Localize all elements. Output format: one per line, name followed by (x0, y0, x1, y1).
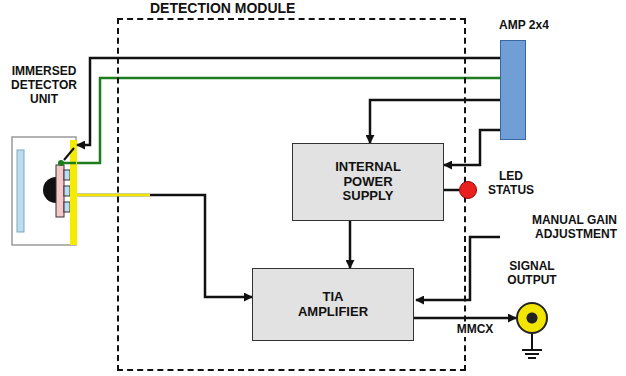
part-name: LED STATUS (482, 170, 540, 198)
part-name: AMP 2x4 (499, 19, 549, 33)
detector-illustration (12, 137, 77, 245)
ground-symbol (522, 334, 542, 358)
amplifier-box: TIA AMPLIFIER (252, 268, 414, 341)
wire-connector (349, 221, 352, 268)
part-name: SIGNAL OUTPUT (491, 260, 573, 288)
status-led: LED STATUS (459, 181, 477, 199)
box-label: TIA AMPLIFIER (292, 290, 374, 320)
signal-wire-stub (77, 194, 150, 197)
detector-unit: IMMERSED DETECTOR UNIT (12, 137, 77, 245)
part-name: DETECTION MODULE (147, 0, 298, 16)
wire-connector (444, 130, 500, 165)
wire-connector (77, 195, 252, 297)
connector-label: MMCX (455, 323, 496, 337)
power-supply-box: INTERNAL POWER SUPPLY (292, 143, 444, 221)
part-name: IMMERSED DETECTOR UNIT (2, 65, 86, 106)
box-label: INTERNAL POWER SUPPLY (327, 160, 409, 205)
module-boundary: INTERNAL POWER SUPPLYTIA AMPLIFIERDETECT… (117, 18, 466, 371)
connector-block: AMP 2x4 (500, 40, 526, 140)
control-label: MANUAL GAIN ADJUSTMENT (503, 214, 617, 242)
gain-leader (416, 237, 500, 300)
coax-connector: SIGNAL OUTPUT (516, 302, 548, 334)
wire-connector (444, 189, 459, 192)
wire-connector (77, 58, 500, 145)
